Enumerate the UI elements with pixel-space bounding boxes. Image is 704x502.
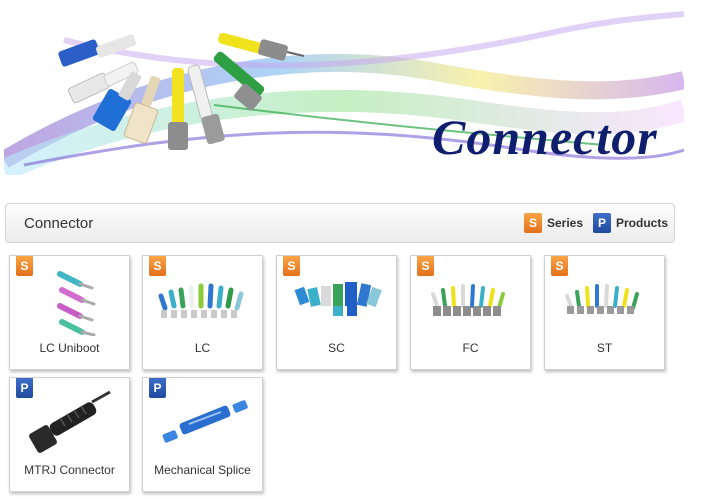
legend-series-label: Series <box>547 216 584 230</box>
series-badge-icon: S <box>283 256 300 276</box>
product-card-st[interactable]: S ST <box>544 255 665 370</box>
section-header: Connector S Series P Products <box>5 203 675 243</box>
lc-white-connector-icon <box>67 61 139 104</box>
banner-title: Connector <box>432 109 658 165</box>
mtrj-connector-icon <box>29 390 111 453</box>
st-yellow-top-connector-icon <box>218 32 305 61</box>
product-card-sc[interactable]: S SC <box>276 255 397 370</box>
mechanical-splice-icon <box>162 400 248 443</box>
lc-blue-connector-icon <box>58 34 137 67</box>
product-card-mtrj-connector[interactable]: P MTRJ Connector <box>9 377 130 492</box>
st-white-connector-icon <box>187 64 225 145</box>
legend-series[interactable]: S Series <box>524 213 583 233</box>
legend-products-label: Products <box>616 216 669 230</box>
st-connector-icon <box>565 284 639 314</box>
product-label: MTRJ Connector <box>24 463 115 477</box>
product-label: ST <box>596 341 613 355</box>
product-card-fc[interactable]: S FC <box>410 255 531 370</box>
products-badge-icon: P <box>593 213 611 233</box>
product-card-lc[interactable]: S LC <box>142 255 263 370</box>
product-label: SC <box>328 341 345 355</box>
sc-blue-connector-icon <box>92 71 142 131</box>
product-card-lc-uniboot[interactable]: S LC Uniboot <box>9 255 130 370</box>
connector-banner: Connector <box>0 10 688 181</box>
product-card-mechanical-splice[interactable]: P Mechanical Splice <box>142 377 263 492</box>
products-badge-icon: P <box>149 378 166 398</box>
series-badge-icon: S <box>16 256 33 276</box>
series-badge-icon: S <box>417 256 434 276</box>
sc-beige-connector-icon <box>123 75 161 144</box>
series-badge-icon: S <box>551 256 568 276</box>
fc-connector-icon <box>431 284 505 316</box>
product-label: Mechanical Splice <box>154 463 251 477</box>
product-label: FC <box>462 341 479 355</box>
product-label: LC <box>194 341 211 355</box>
product-label: LC Uniboot <box>39 341 100 355</box>
st-yellow-connector-icon <box>168 68 188 150</box>
legend-products[interactable]: P Products <box>593 213 668 233</box>
series-badge-icon: S <box>524 213 542 233</box>
section-title: Connector <box>24 215 94 232</box>
lc-uniboot-connector-icon <box>57 271 96 336</box>
lc-connector-icon <box>158 283 244 318</box>
series-badge-icon: S <box>149 256 166 276</box>
banner-illustration <box>0 10 688 181</box>
products-badge-icon: P <box>16 378 33 398</box>
fc-green-connector-icon <box>213 51 265 111</box>
sc-connector-icon <box>294 282 382 316</box>
